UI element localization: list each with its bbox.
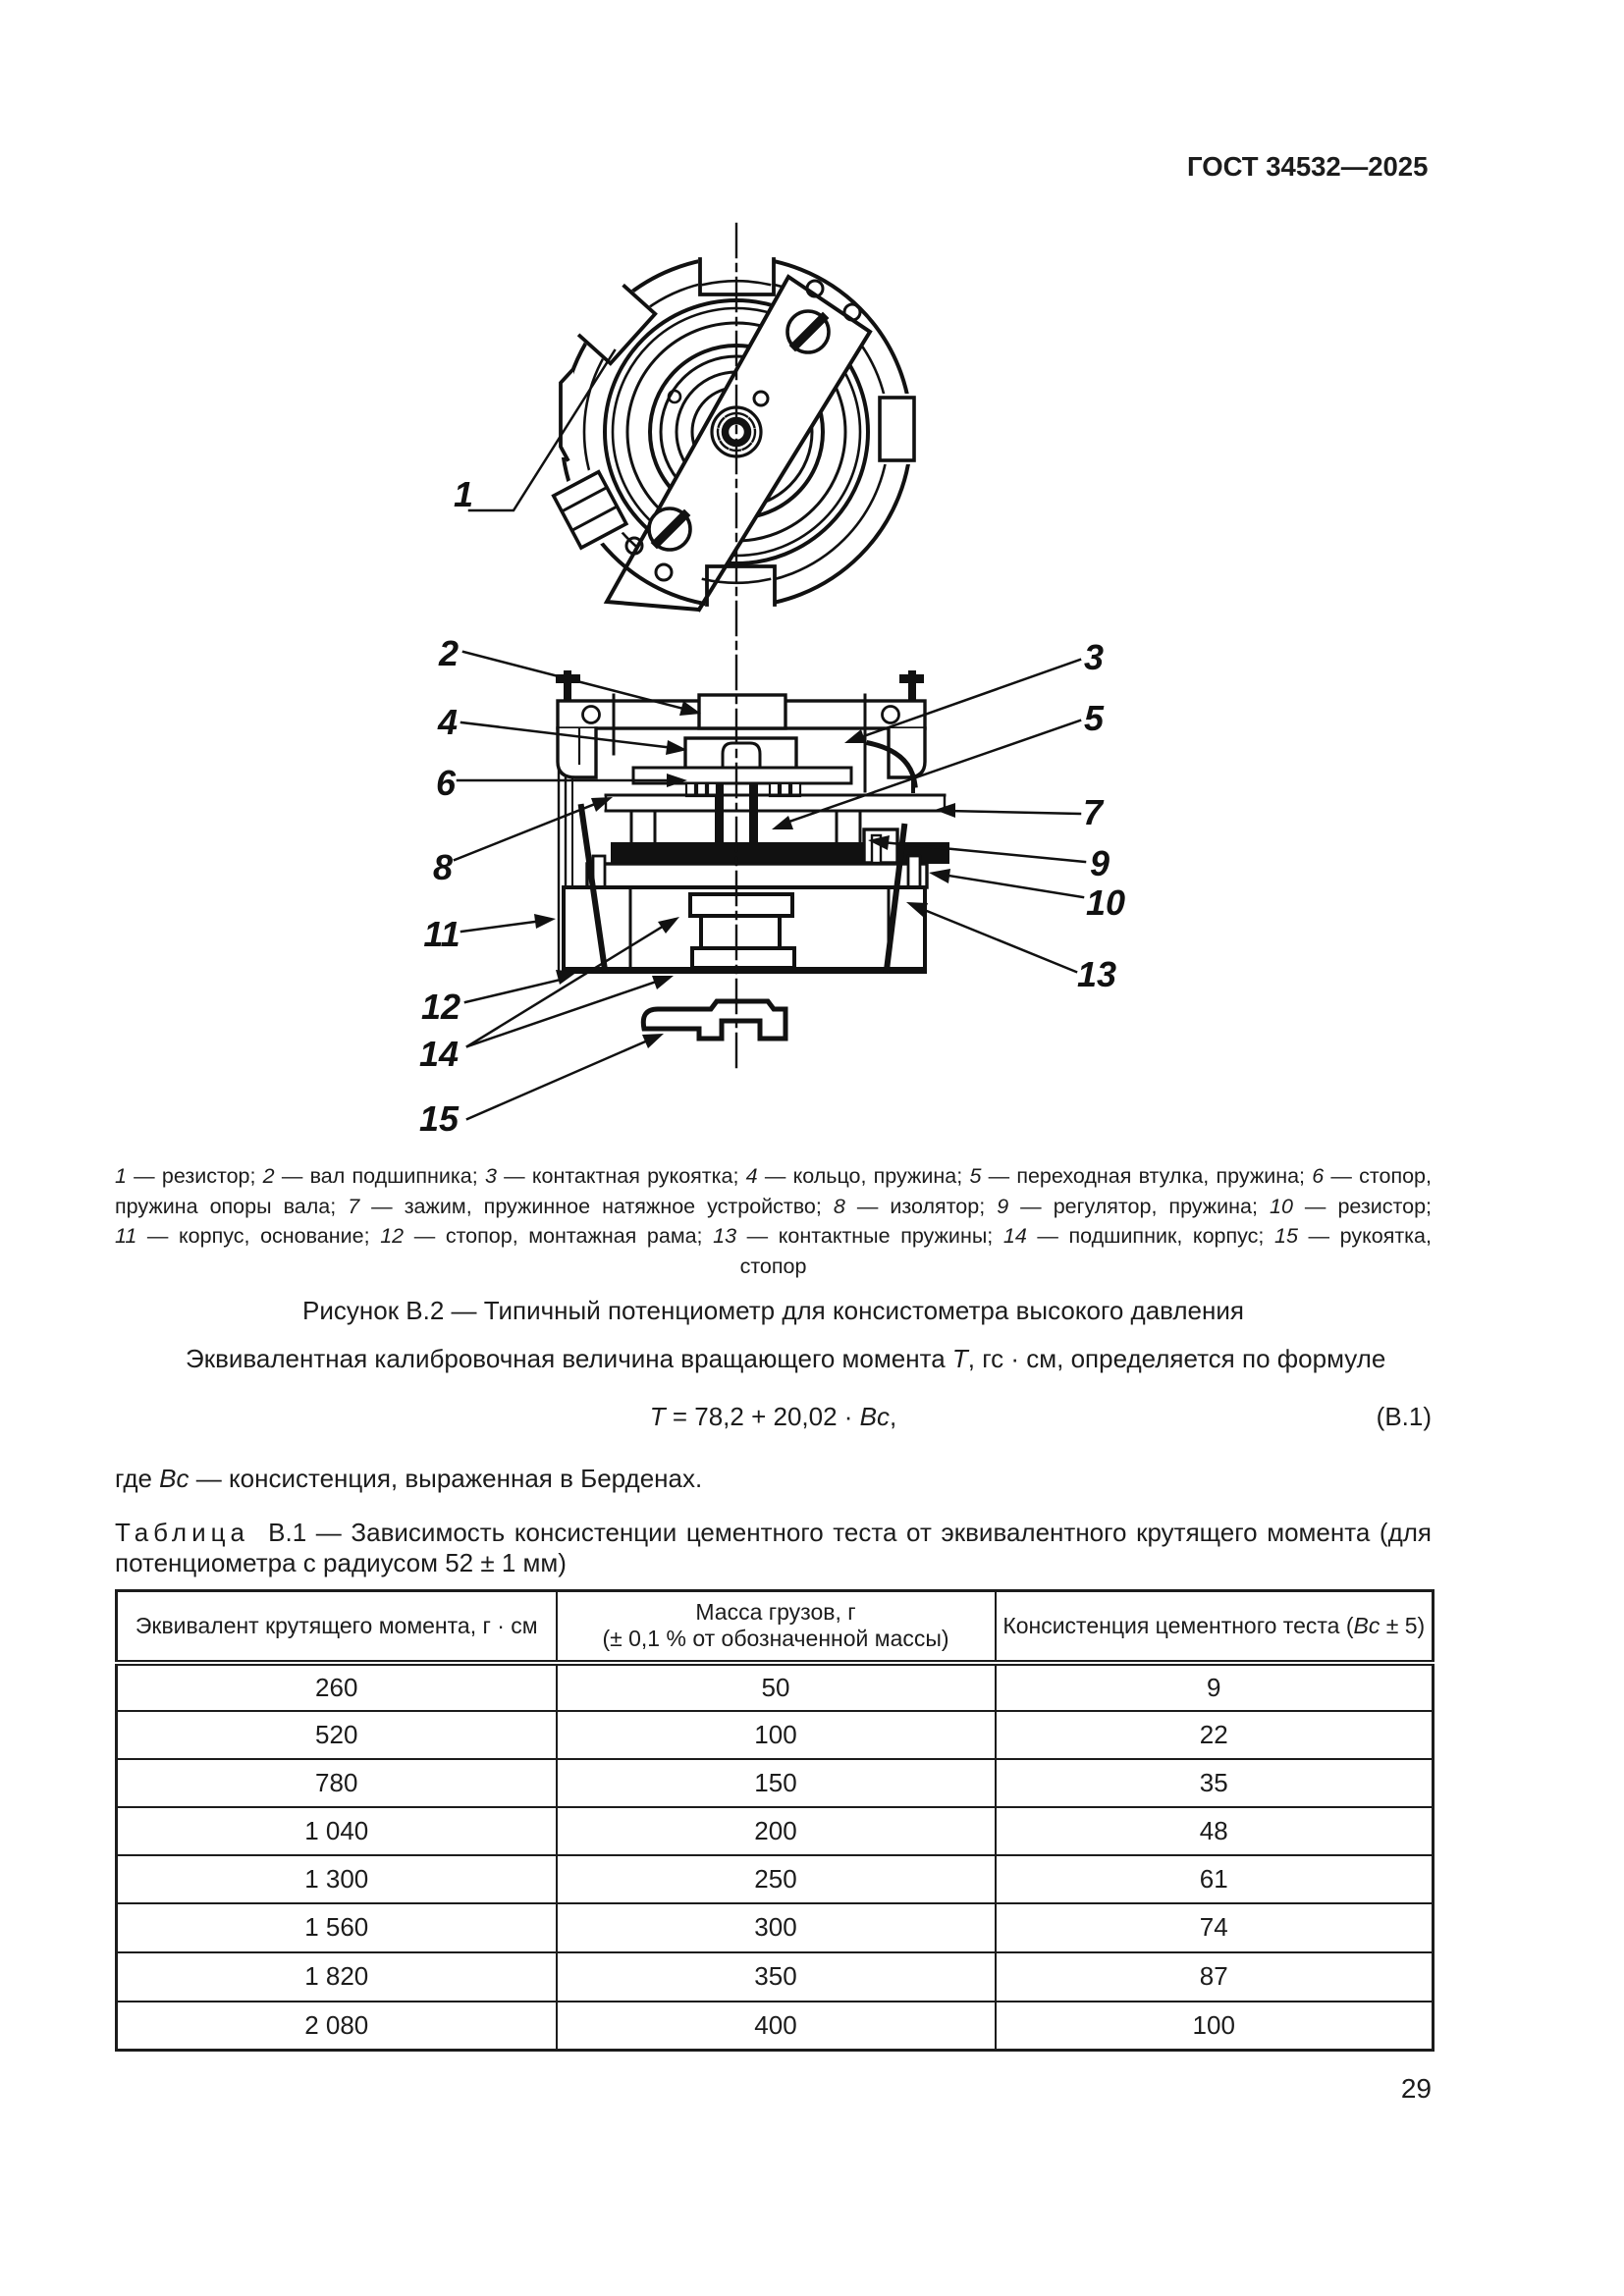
svg-text:10: 10	[1086, 882, 1125, 923]
svg-text:8: 8	[433, 847, 453, 887]
svg-text:12: 12	[421, 987, 460, 1027]
svg-text:15: 15	[419, 1098, 460, 1139]
svg-text:3: 3	[1084, 637, 1104, 677]
svg-text:13: 13	[1077, 954, 1116, 994]
svg-text:1: 1	[454, 474, 473, 514]
svg-text:9: 9	[1090, 843, 1110, 883]
svg-text:4: 4	[437, 702, 458, 742]
svg-text:11: 11	[423, 914, 460, 954]
svg-text:14: 14	[419, 1034, 459, 1074]
svg-text:5: 5	[1084, 698, 1105, 738]
svg-text:7: 7	[1083, 792, 1105, 832]
svg-text:2: 2	[438, 633, 459, 673]
svg-text:6: 6	[436, 763, 457, 803]
